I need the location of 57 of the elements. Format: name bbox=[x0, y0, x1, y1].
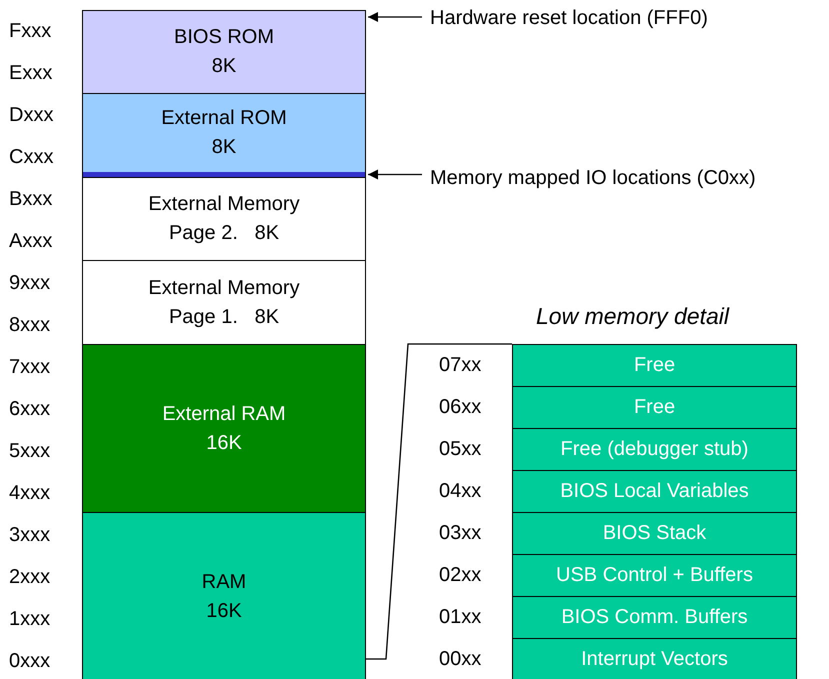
block-label: Page 2. 8K bbox=[168, 221, 280, 246]
address-label: 8xxx bbox=[9, 314, 50, 336]
block-label: External RAM bbox=[162, 402, 286, 426]
address-label: Fxxx bbox=[9, 20, 52, 42]
block-label: RAM bbox=[202, 570, 246, 594]
address-label: 2xxx bbox=[9, 566, 50, 588]
address-label: Axxx bbox=[9, 230, 52, 252]
address-label: 7xxx bbox=[9, 356, 50, 378]
memory-row: BIOS Comm. Buffers bbox=[512, 596, 797, 638]
memory-row: Free bbox=[512, 344, 797, 386]
address-label: Cxxx bbox=[9, 146, 54, 168]
block-label: 8K bbox=[212, 54, 236, 79]
address-label: 06xx bbox=[439, 396, 482, 418]
annotation-label: Hardware reset location (FFF0) bbox=[430, 6, 810, 30]
block-label: Page 1. 8K bbox=[168, 304, 280, 330]
address-label: 04xx bbox=[439, 480, 482, 502]
address-label: 1xxx bbox=[9, 608, 50, 630]
memory-row: BIOS Local Variables bbox=[512, 470, 797, 512]
address-label: 01xx bbox=[439, 606, 482, 628]
address-label: Exxx bbox=[9, 62, 52, 84]
memory-block bbox=[82, 10, 366, 93]
address-label: 03xx bbox=[439, 522, 482, 544]
arrow bbox=[368, 12, 422, 22]
block-label: External Memory bbox=[148, 276, 300, 300]
address-label: 9xxx bbox=[9, 272, 50, 294]
address-label: 07xx bbox=[439, 354, 482, 376]
address-label: 5xxx bbox=[9, 440, 50, 462]
address-label: 02xx bbox=[439, 564, 482, 586]
memory-block bbox=[82, 177, 366, 260]
annotation-label: Memory mapped IO locations (C0xx) bbox=[430, 166, 825, 190]
block-label: External Memory bbox=[148, 192, 300, 217]
memory-row: BIOS Stack bbox=[512, 512, 797, 554]
zoom-leader-line bbox=[366, 343, 512, 660]
block-label: External ROM bbox=[161, 106, 287, 131]
memory-row: USB Control + Buffers bbox=[512, 554, 797, 596]
address-label: 3xxx bbox=[9, 524, 50, 546]
memory-row: Interrupt Vectors bbox=[512, 638, 797, 679]
arrow bbox=[368, 170, 422, 180]
address-label: 0xxx bbox=[9, 650, 50, 672]
memory-block bbox=[82, 260, 366, 344]
detail-heading: Low memory detail bbox=[536, 303, 730, 330]
memory-row: Free (debugger stub) bbox=[512, 428, 797, 470]
block-label: 16K bbox=[206, 430, 242, 456]
address-label: Bxxx bbox=[9, 188, 52, 210]
address-label: 4xxx bbox=[9, 482, 50, 504]
block-label: 8K bbox=[212, 135, 236, 160]
io-band bbox=[82, 172, 366, 177]
address-label: 00xx bbox=[439, 648, 482, 670]
block-label: 16K bbox=[206, 598, 242, 624]
memory-block bbox=[82, 512, 366, 679]
memory-row: Free bbox=[512, 386, 797, 428]
address-label: Dxxx bbox=[9, 104, 54, 126]
address-label: 6xxx bbox=[9, 398, 50, 420]
block-label: BIOS ROM bbox=[174, 25, 274, 50]
address-label: 05xx bbox=[439, 438, 482, 460]
memory-block bbox=[82, 93, 366, 172]
memory-block bbox=[82, 344, 366, 512]
